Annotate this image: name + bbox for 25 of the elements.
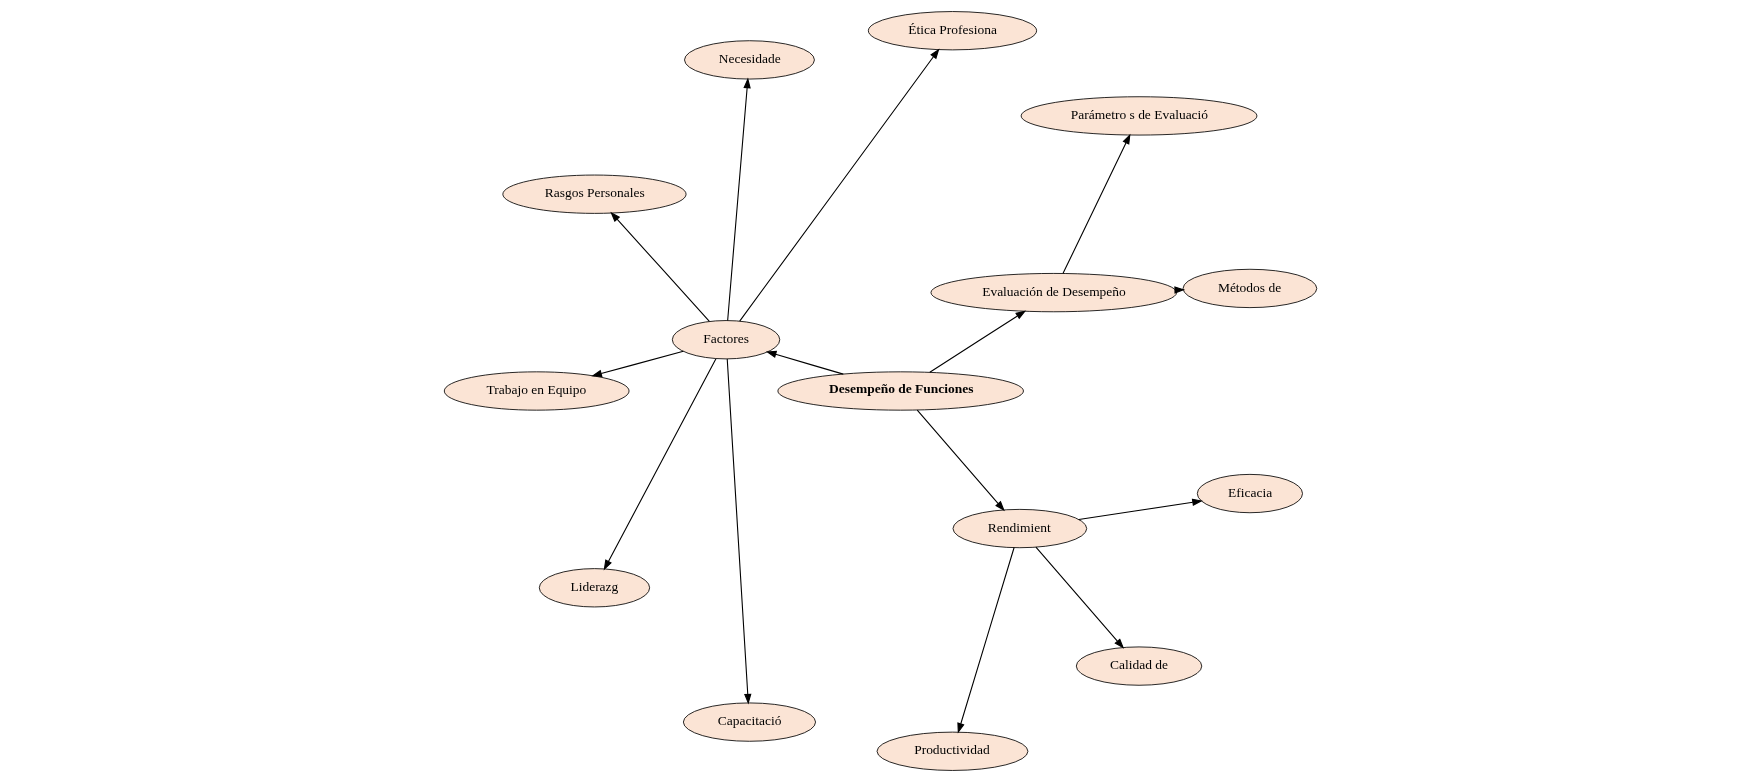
node-ellipse: Rasgos Personales: [502, 174, 687, 214]
arrow: [591, 350, 684, 377]
node-ellipse: Calidad de: [1075, 646, 1203, 686]
node-ellipse: Liderazg: [538, 568, 651, 608]
node-ellipse: Parámetro s de Evaluació: [1020, 96, 1258, 136]
node-ellipse: Productividad: [876, 731, 1029, 771]
node-ellipse: Desempeño de Funciones: [777, 371, 1024, 411]
arrow: [610, 211, 710, 322]
arrow: [1035, 546, 1125, 649]
arrow: [765, 350, 844, 375]
arrow: [726, 358, 752, 705]
node-ellipse: Capacitació: [682, 702, 816, 742]
arrow: [929, 310, 1027, 373]
node-ellipse: Eficacia: [1196, 473, 1303, 514]
node-ellipse: Necesidade: [684, 40, 815, 80]
node-ellipse: Rendimient: [952, 508, 1088, 549]
arrow: [957, 547, 1015, 734]
arrow: [603, 358, 717, 571]
arrow: [1062, 133, 1131, 274]
node-ellipse: Métodos de: [1182, 268, 1318, 309]
node-ellipse: Ética Profesiona: [867, 11, 1038, 51]
arrow: [1078, 498, 1203, 521]
arrow: [739, 48, 940, 322]
arrow: [916, 409, 1005, 512]
arrow: [727, 77, 751, 322]
